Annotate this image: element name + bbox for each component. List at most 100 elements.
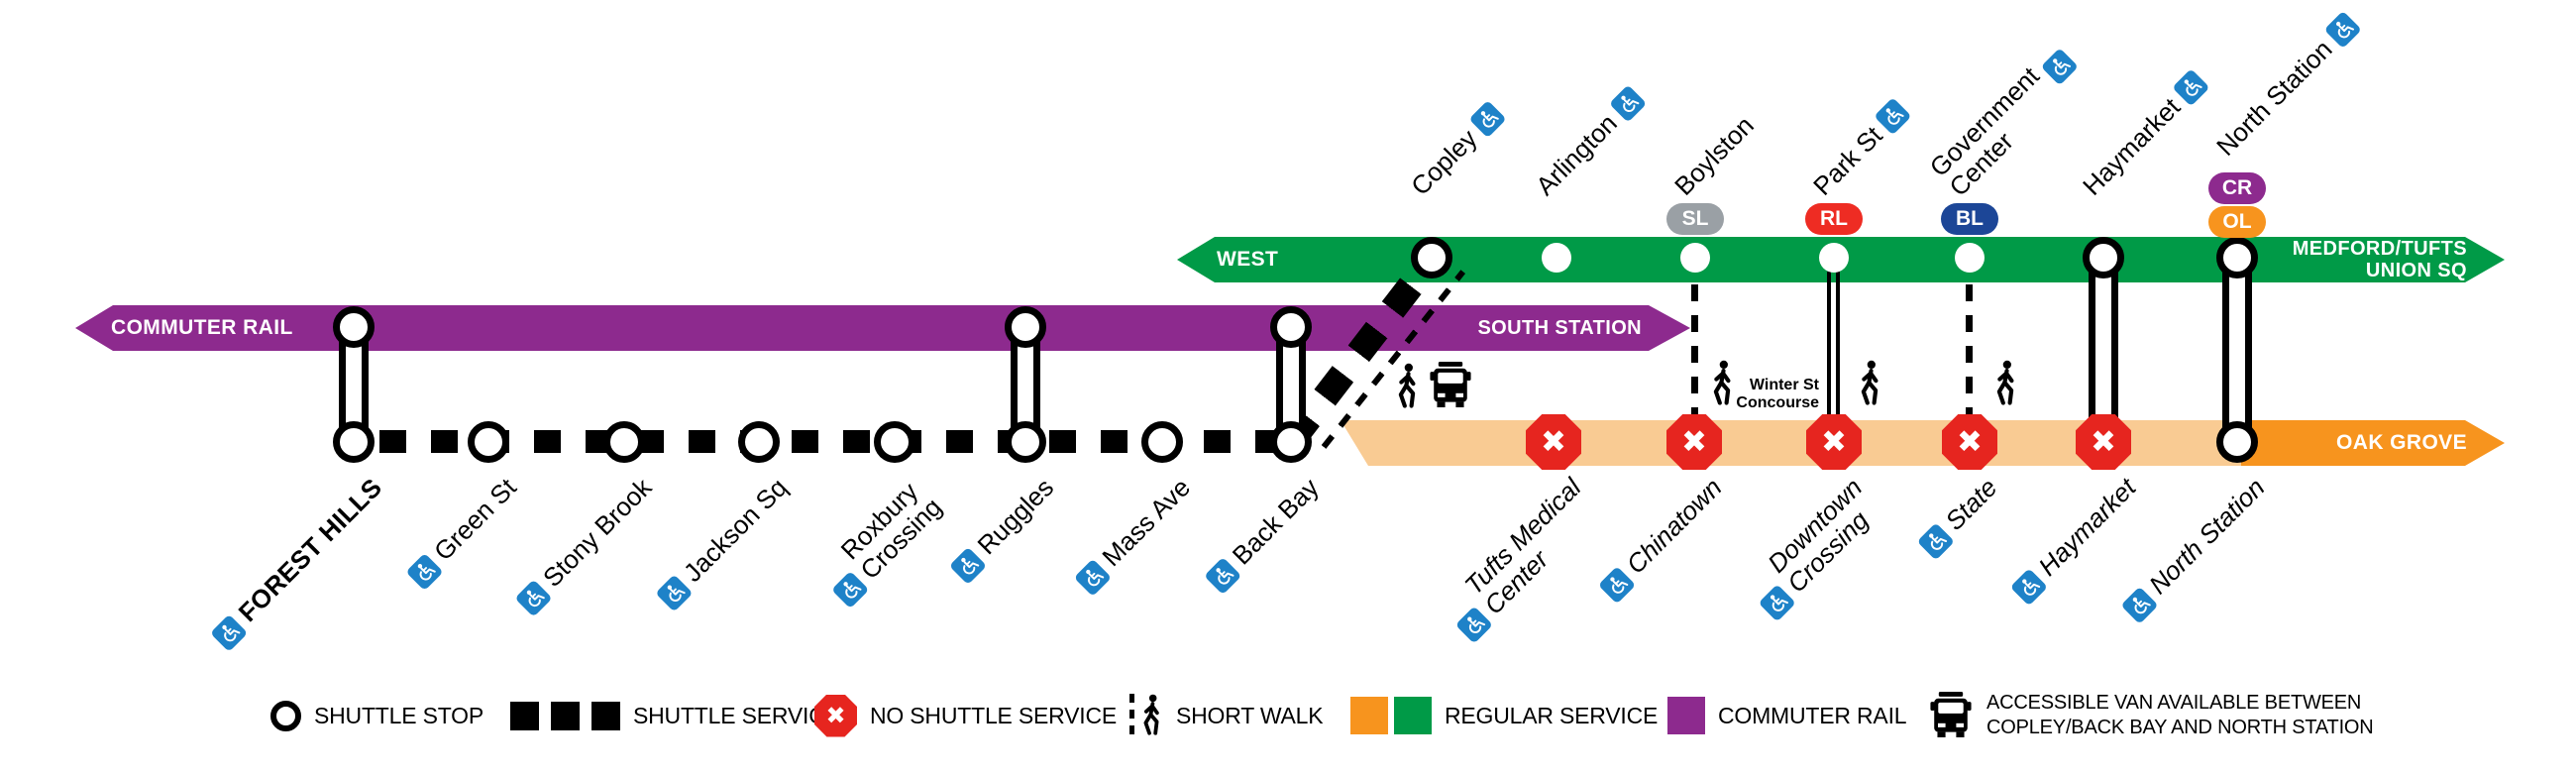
station-connector-north-station bbox=[2222, 243, 2252, 457]
station-name: Back Bay bbox=[1226, 472, 1325, 571]
winter-st-concourse-note: Winter St Concourse bbox=[1736, 377, 1819, 412]
station-marker-forest-hills bbox=[333, 306, 375, 348]
station-label-mass-ave: Mass Ave bbox=[1073, 472, 1196, 597]
station-marker-roxbury-crossing bbox=[874, 421, 915, 463]
wheelchair-icon bbox=[1455, 606, 1494, 644]
wheelchair-icon bbox=[948, 546, 987, 585]
walking-person-icon bbox=[1706, 360, 1738, 410]
winter-concourse-lines bbox=[1827, 272, 1840, 420]
wheelchair-icon bbox=[1468, 100, 1507, 139]
legend-item-shuttle-stop: SHUTTLE STOP bbox=[270, 692, 483, 739]
station-name: FOREST HILLS bbox=[232, 472, 387, 628]
station-label-green-st: Green St bbox=[405, 472, 522, 591]
wheelchair-icon bbox=[405, 552, 444, 591]
station-marker-park-st bbox=[1819, 243, 1849, 273]
accessible-van-icon bbox=[1428, 360, 1473, 414]
station-label-forest-hills: FOREST HILLS bbox=[209, 472, 387, 652]
station-label-haymarket: Haymarket bbox=[2077, 69, 2210, 202]
station-marker-haymarket bbox=[2083, 237, 2124, 278]
green-line-west-label: WEST bbox=[1217, 248, 1279, 271]
station-name: State bbox=[1939, 472, 2003, 536]
green-line-swatch bbox=[1394, 697, 1432, 734]
walking-person-icon bbox=[1391, 363, 1423, 413]
walking-person-icon bbox=[1989, 360, 2021, 410]
wheelchair-icon bbox=[1203, 556, 1242, 595]
station-name: Ruggles bbox=[971, 472, 1059, 561]
commuter-rail-swatch bbox=[1667, 697, 1705, 734]
station-label-tufts-medical-center: Tufts Medical Center bbox=[1436, 473, 1606, 644]
station-marker-copley bbox=[1411, 237, 1452, 278]
station-label-jackson-sq: Jackson Sq bbox=[654, 472, 793, 612]
legend-item-short-walk: SHORT WALK bbox=[1129, 692, 1324, 739]
station-name: Jackson Sq bbox=[677, 472, 793, 588]
badge-bl: BL bbox=[1941, 203, 1998, 235]
wheelchair-icon bbox=[1916, 521, 1955, 561]
wheelchair-icon bbox=[2009, 567, 2048, 607]
green-line-destination: MEDFORD/TUFTS UNION SQ bbox=[2292, 238, 2467, 281]
station-name: Mass Ave bbox=[1096, 472, 1196, 573]
station-marker-government-center bbox=[1955, 243, 1985, 273]
station-label-park-st: Park St bbox=[1807, 97, 1913, 202]
shuttle-service-dash-icon bbox=[551, 701, 580, 730]
station-label-back-bay: Back Bay bbox=[1203, 472, 1325, 595]
wheelchair-icon bbox=[1758, 584, 1796, 622]
legend-label-commuter-rail: COMMUTER RAIL bbox=[1718, 702, 1907, 728]
no-shuttle-icon: ✖ bbox=[1666, 414, 1722, 470]
shuttle-service-dash-icon bbox=[510, 701, 539, 730]
badge-rl: RL bbox=[1805, 203, 1863, 235]
station-name: Copley bbox=[1405, 123, 1483, 202]
accessible-van-icon bbox=[1928, 690, 1974, 741]
orange-line-band bbox=[2241, 420, 2505, 466]
wheelchair-icon bbox=[1597, 565, 1636, 605]
station-marker-arlington bbox=[1542, 243, 1571, 273]
station-marker-back-bay bbox=[1270, 306, 1312, 348]
station-name: Haymarket bbox=[2032, 472, 2142, 582]
legend-label-accessible-van: ACCESSIBLE VAN AVAILABLE BETWEEN COPLEY/… bbox=[1986, 692, 2374, 738]
south-station-label: SOUTH STATION bbox=[1477, 317, 1642, 339]
station-name: Chinatown bbox=[1620, 472, 1728, 580]
shuttle-stop-icon bbox=[270, 700, 301, 731]
station-name: Green St bbox=[428, 472, 522, 567]
wheelchair-icon bbox=[654, 574, 693, 612]
no-shuttle-icon: ✖ bbox=[1526, 414, 1581, 470]
station-name: Arlington bbox=[1530, 108, 1623, 202]
short-walk-icon bbox=[1129, 693, 1163, 738]
legend-item-no-shuttle: ✖ NO SHUTTLE SERVICE bbox=[814, 692, 1117, 739]
legend-label-short-walk: SHORT WALK bbox=[1176, 702, 1324, 728]
wheelchair-icon bbox=[2120, 586, 2159, 624]
station-marker-stony-brook bbox=[603, 421, 645, 463]
badge-cr: CR bbox=[2208, 172, 2266, 204]
station-label-copley: Copley bbox=[1405, 100, 1507, 202]
station-marker-mass-ave bbox=[1141, 421, 1183, 463]
short-walk-dash-govctr-state bbox=[1966, 284, 1973, 420]
wheelchair-icon bbox=[831, 571, 870, 610]
shuttle-service-dash-icon bbox=[591, 701, 620, 730]
station-name: North Station bbox=[2143, 472, 2271, 601]
station-marker-ruggles bbox=[1005, 421, 1046, 463]
station-marker-back-bay bbox=[1270, 421, 1312, 463]
station-label-north-station: North Station bbox=[2120, 472, 2271, 624]
station-name: North Station bbox=[2210, 34, 2338, 163]
station-name: Haymarket bbox=[2077, 92, 2187, 202]
orange-line-destination: OAK GROVE bbox=[2336, 431, 2467, 454]
legend-label-no-shuttle: NO SHUTTLE SERVICE bbox=[870, 702, 1118, 728]
station-name: Park St bbox=[1807, 120, 1888, 202]
station-label-chinatown: Chinatown bbox=[1597, 472, 1728, 605]
legend-item-regular-service: REGULAR SERVICE bbox=[1350, 692, 1658, 739]
station-label-ruggles: Ruggles bbox=[948, 472, 1059, 585]
station-label-haymarket: Haymarket bbox=[2009, 472, 2142, 607]
station-marker-north-station bbox=[2216, 421, 2258, 463]
legend-item-shuttle-service: SHUTTLE SERVICE bbox=[510, 692, 840, 739]
wheelchair-icon bbox=[1608, 85, 1648, 124]
no-shuttle-icon: ✖ bbox=[814, 694, 857, 737]
short-walk-dash-boylston-chinatown bbox=[1691, 284, 1698, 420]
badge-sl: SL bbox=[1666, 203, 1724, 235]
wheelchair-icon bbox=[2040, 48, 2079, 86]
wheelchair-icon bbox=[1073, 558, 1112, 597]
station-name: Stony Brook bbox=[537, 472, 658, 593]
station-marker-boylston bbox=[1680, 243, 1710, 273]
badge-ol: OL bbox=[2208, 206, 2266, 238]
wheelchair-icon bbox=[2323, 11, 2362, 50]
station-label-downtown-crossing: Downtown Crossing bbox=[1738, 473, 1886, 622]
